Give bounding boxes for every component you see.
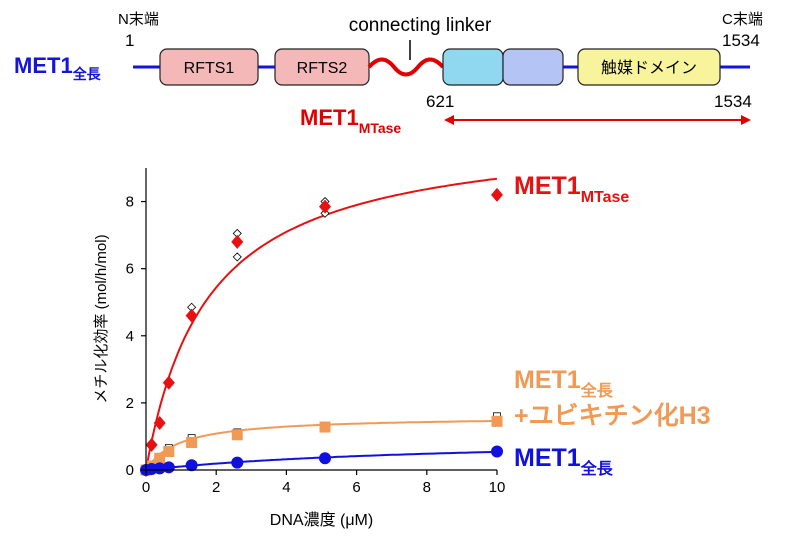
x-tick-label: 4 — [282, 479, 290, 496]
domain-rfts2-label: RFTS2 — [297, 60, 348, 77]
legend-full-main: MET1 — [514, 444, 581, 472]
replicate-point-series-0 — [232, 252, 242, 262]
data-point-series-2 — [162, 461, 175, 474]
legend-ub-h3-line2: +ユビキチン化H3 — [514, 402, 711, 430]
mtase-sub: MTase — [359, 120, 402, 136]
mtase-label: MET1MTase — [300, 105, 401, 136]
domain-catalytic-a — [442, 48, 504, 86]
data-point-series-1 — [319, 421, 331, 433]
domain-rfts1-label: RFTS1 — [184, 60, 235, 77]
n-term-position: 1 — [125, 31, 134, 50]
y-tick-label: 6 — [126, 261, 134, 278]
data-point-series-2 — [319, 452, 332, 465]
data-point-series-0 — [491, 187, 503, 202]
x-tick-label: 10 — [489, 479, 506, 496]
y-axis-label: メチル化効率 (mol/h/mol) — [93, 234, 110, 403]
fit-curve-series-0 — [145, 177, 498, 471]
full-length-main: MET1 — [14, 53, 73, 78]
domain-catalytic-b — [502, 48, 564, 86]
domain-rfts1 — [159, 48, 259, 86]
y-tick-label: 2 — [126, 395, 134, 412]
domain-catalytic-label: 触媒ドメイン — [601, 59, 697, 77]
data-point-series-2 — [231, 456, 244, 469]
mtase-main: MET1 — [300, 105, 359, 130]
legend-mtase-main: MET1 — [514, 172, 581, 200]
linker-label: connecting linker — [349, 15, 492, 36]
data-point-series-0 — [319, 199, 332, 214]
data-point-series-0 — [231, 234, 244, 249]
legend-mtase-sub: MTase — [581, 189, 630, 206]
legend-ub-h3: MET1全長 — [514, 366, 614, 400]
legend-ub-h3-sub: 全長 — [580, 381, 614, 400]
data-point-series-1 — [186, 436, 198, 448]
legend-ub-h3-main: MET1 — [514, 366, 581, 394]
domain-diagram: N末端 1 C末端 1534 MET1全長 RFTS1 RFTS2 connec… — [14, 11, 763, 136]
y-tick-label: 8 — [126, 194, 134, 211]
data-point-series-0 — [162, 375, 175, 390]
domain-catalytic — [577, 48, 721, 86]
x-tick-label: 8 — [423, 479, 431, 496]
data-point-series-1 — [231, 429, 243, 441]
legend-full-sub: 全長 — [580, 459, 614, 478]
data-point-series-2 — [185, 459, 198, 472]
x-tick-label: 6 — [352, 479, 360, 496]
plot-area — [140, 177, 503, 477]
legend-mtase: MET1MTase — [514, 172, 629, 206]
mtase-start: 621 — [426, 92, 454, 111]
legend-full: MET1全長 — [514, 444, 614, 478]
n-term-label: N末端 — [118, 11, 159, 28]
data-point-series-0 — [153, 416, 166, 431]
chart: 0 2 4 6 8 10 0 2 4 6 8 DNA濃度 (μM) メチル化効率 (mol/h/mo… — [93, 168, 711, 529]
x-tick-label: 0 — [142, 479, 150, 496]
data-point-series-2 — [491, 445, 503, 458]
x-tick-label: 2 — [212, 479, 220, 496]
mtase-end: 1534 — [714, 92, 752, 111]
c-term-position: 1534 — [722, 31, 760, 50]
data-point-series-0 — [185, 308, 198, 323]
data-point-series-1 — [163, 446, 175, 458]
y-tick-label: 4 — [126, 328, 134, 345]
x-axis-label: DNA濃度 (μM) — [270, 511, 373, 529]
data-point-series-2 — [153, 462, 166, 475]
y-tick-label: 0 — [126, 462, 134, 479]
data-point-series-1 — [154, 452, 166, 464]
data-point-series-0 — [145, 437, 158, 452]
data-point-series-1 — [491, 415, 503, 427]
full-length-label: MET1全長 — [14, 53, 102, 82]
c-term-label: C末端 — [722, 11, 763, 28]
connecting-linker — [367, 57, 445, 77]
axes: 0 2 4 6 8 10 0 2 4 6 8 — [126, 168, 506, 496]
full-length-sub: 全長 — [72, 66, 102, 82]
